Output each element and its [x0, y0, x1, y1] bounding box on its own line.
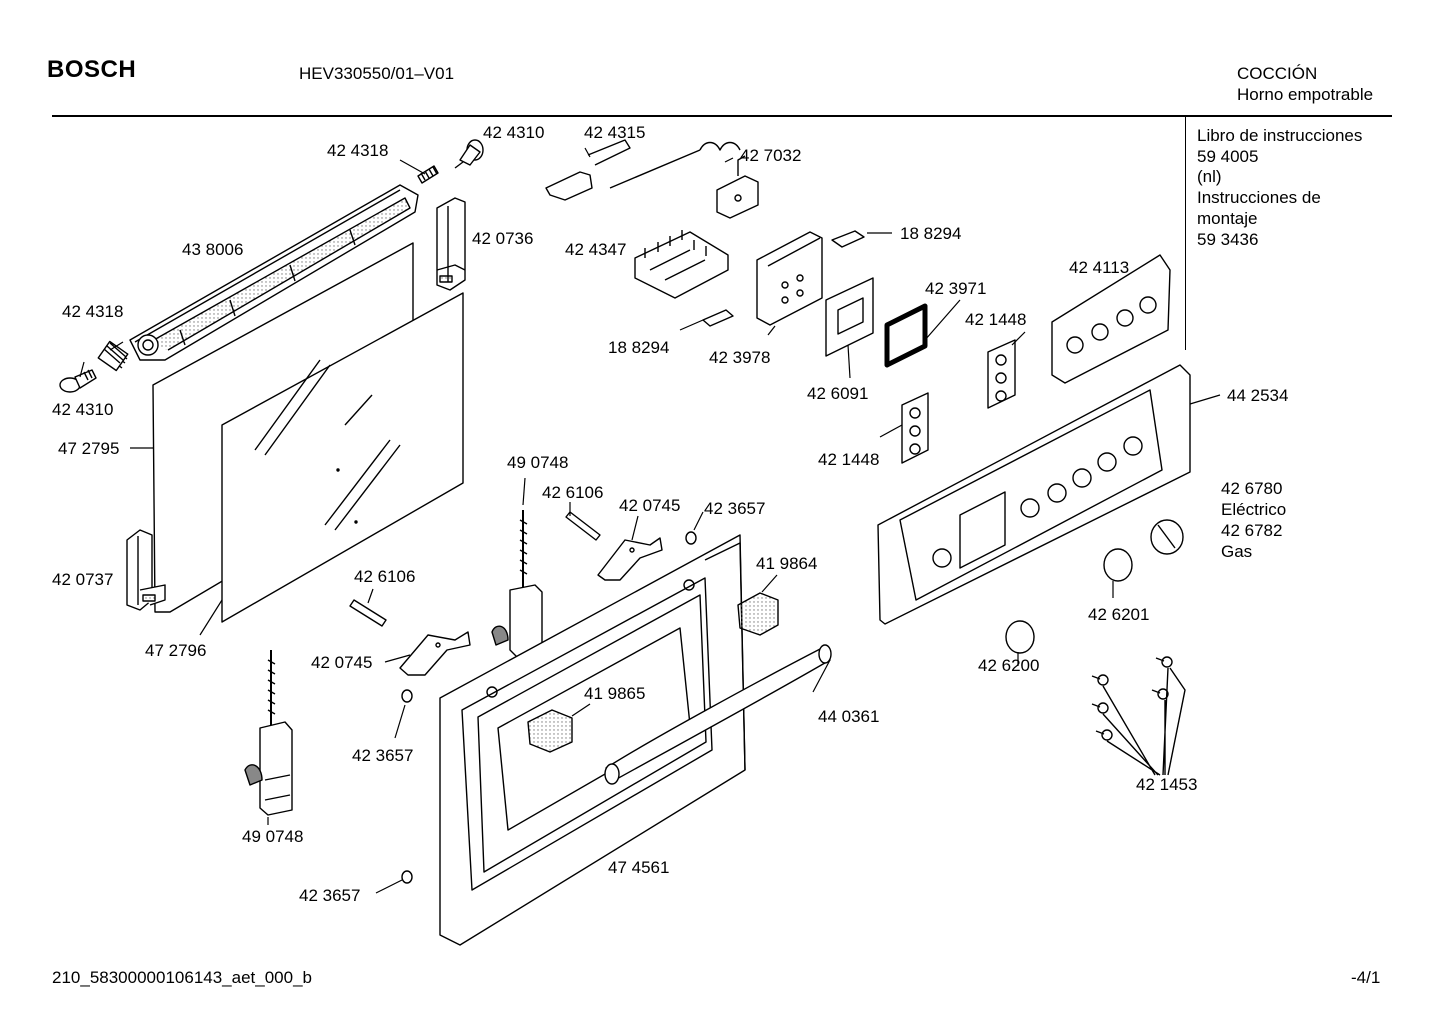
doc-line: 59 3436: [1197, 229, 1259, 249]
door-hinge-left: [244, 650, 293, 816]
leader-lines: [79, 147, 1221, 894]
part-label: 42 0737: [52, 570, 114, 589]
model-number: HEV330550/01–V01: [299, 64, 455, 83]
documents-list: Libro de instrucciones 59 4005 (nl) Inst…: [1197, 126, 1362, 250]
footer-code: 210_58300000106143_aet_000_b: [52, 968, 312, 987]
part-label: 42 3657: [704, 499, 766, 518]
hinge-plate: [597, 537, 663, 581]
header-divider: [52, 115, 1392, 117]
part-label: 42 4310: [52, 400, 114, 419]
part-label: 49 0748: [242, 827, 304, 846]
part-label: 42 4318: [62, 302, 124, 321]
top-trim-bar: [129, 184, 419, 361]
doc-line: montaje: [1197, 208, 1258, 228]
part-label: 42 6091: [807, 384, 869, 403]
knob-info-line: 42 6782: [1221, 521, 1283, 540]
part-label: 44 2534: [1227, 386, 1289, 405]
category-subtitle: Horno empotrable: [1237, 85, 1374, 104]
spring-part: [97, 340, 129, 372]
category-title: COCCIÓN: [1237, 64, 1318, 83]
door-hinge-center: [491, 510, 543, 659]
part-label: 42 7032: [740, 146, 802, 165]
thermostat-capillary: [609, 141, 741, 189]
page-number: -4/1: [1351, 968, 1381, 987]
outer-glass-pane: [221, 292, 464, 623]
part-label: 42 6201: [1088, 605, 1150, 624]
knob-screw: [454, 139, 484, 169]
screw-set: [1091, 656, 1186, 776]
display-gasket: [884, 303, 928, 368]
doc-line: Instrucciones de: [1197, 188, 1321, 208]
part-label: 42 4318: [327, 141, 389, 160]
pin-part: [349, 599, 387, 627]
knob-42-6200: [1005, 620, 1035, 654]
knob-screw: [59, 369, 97, 393]
part-label: 42 4347: [565, 240, 627, 259]
part-label: 42 0745: [311, 653, 373, 672]
thermostat-bracket: [545, 139, 631, 201]
part-label: 18 8294: [900, 224, 962, 243]
thermostat: [716, 155, 759, 219]
display-plate: [825, 277, 874, 357]
part-label: 42 1453: [1136, 775, 1198, 794]
category: COCCIÓN Horno empotrable: [1237, 63, 1373, 105]
hinge-plate: [399, 631, 471, 676]
knob-info-line: Eléctrico: [1221, 500, 1287, 519]
pad-part: [702, 230, 865, 327]
oven-door-frame: [439, 534, 746, 946]
light-guide: [987, 339, 1016, 409]
part-label: 43 8006: [182, 240, 244, 259]
part-label: 41 9864: [756, 554, 818, 573]
part-label: 42 1448: [818, 450, 880, 469]
part-label: 49 0748: [507, 453, 569, 472]
part-label: 42 4315: [584, 123, 646, 142]
part-label: 42 3978: [709, 348, 771, 367]
part-label: 42 4113: [1069, 258, 1130, 277]
control-panel: [877, 364, 1191, 625]
part-label: 42 6200: [978, 656, 1040, 675]
doc-line: (nl): [1197, 167, 1222, 187]
light-guide: [901, 392, 929, 464]
part-label: 44 0361: [818, 707, 880, 726]
part-label: 42 6106: [542, 483, 604, 502]
part-label: 42 0736: [472, 229, 534, 248]
side-bracket: [436, 197, 466, 291]
electronic-timer: [756, 231, 823, 326]
brand-logo: BOSCH: [47, 56, 137, 83]
part-label: 42 3657: [299, 886, 361, 905]
spring-part: [417, 165, 439, 184]
part-label: 47 2796: [145, 641, 207, 660]
part-label: 42 4310: [483, 123, 545, 142]
knob-42-6201: [1103, 548, 1133, 582]
doc-line: Libro de instrucciones: [1197, 126, 1363, 145]
part-label: 42 6106: [354, 567, 416, 586]
knob-info-line: 42 6780: [1221, 479, 1283, 498]
door-clip: [737, 592, 779, 636]
part-label: 42 0745: [619, 496, 681, 515]
knob-info: 42 6780 Eléctrico 42 6782 Gas: [1221, 478, 1286, 562]
terminal-block: [634, 230, 729, 299]
part-label: 41 9865: [584, 684, 646, 703]
knob-electric-gas: [1150, 519, 1184, 555]
part-label: 42 1448: [965, 310, 1027, 329]
part-label: 18 8294: [608, 338, 670, 357]
doc-line: 59 4005: [1197, 146, 1259, 166]
part-label: 42 3657: [352, 746, 414, 765]
bottom-bracket: [126, 529, 166, 611]
part-label: 42 3971: [925, 279, 987, 298]
knob-info-line: Gas: [1221, 542, 1253, 561]
part-label: 47 4561: [608, 858, 670, 877]
part-label: 47 2795: [58, 439, 120, 458]
bushing: [401, 531, 697, 884]
control-board: [1051, 254, 1171, 384]
docs-divider: [1185, 117, 1186, 350]
pin-part: [565, 511, 601, 541]
door-clip: [527, 709, 573, 753]
